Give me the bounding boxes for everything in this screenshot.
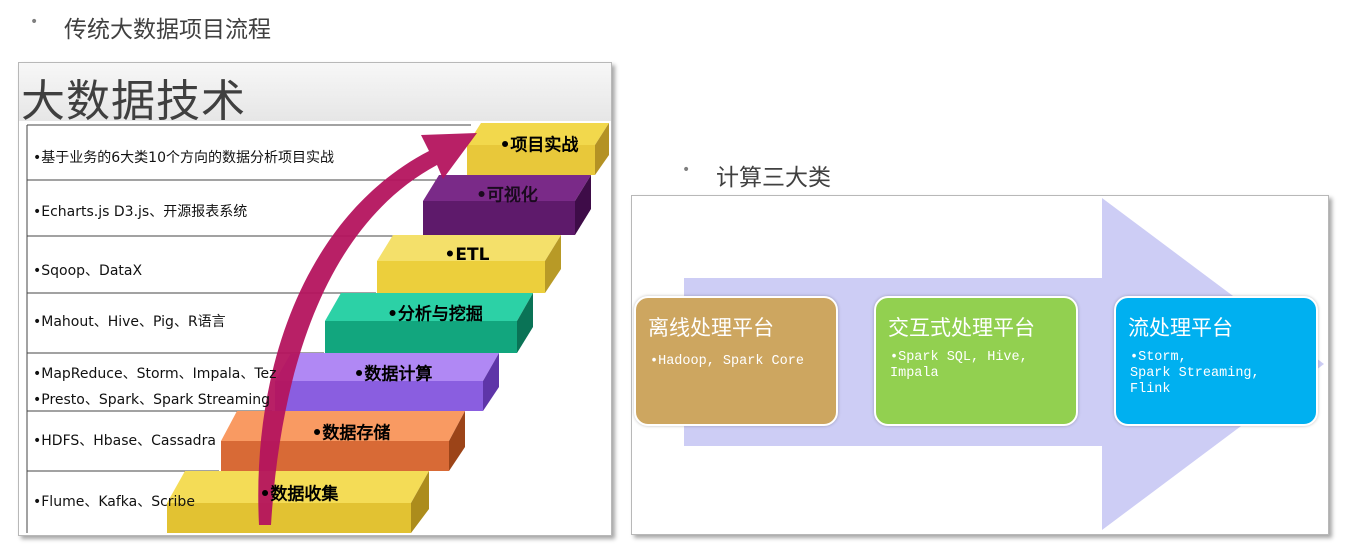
step-data-compute bbox=[275, 353, 499, 411]
offline-processing-box: 离线处理平台 •Hadoop, Spark Core bbox=[634, 296, 838, 426]
step-label-etl: •ETL bbox=[444, 245, 490, 265]
offline-processing-title: 离线处理平台 bbox=[648, 316, 774, 340]
row-text-compute-1: •MapReduce、Storm、Impala、Tez bbox=[33, 366, 277, 382]
row-text-compute-2: •Presto、Spark、Spark Streaming bbox=[33, 392, 271, 408]
step-label-compute: •数据计算 bbox=[353, 364, 433, 385]
bullet-marker: • bbox=[682, 162, 691, 178]
step-label-collection: •数据收集 bbox=[259, 484, 339, 505]
interactive-processing-title: 交互式处理平台 bbox=[888, 316, 1035, 340]
interactive-processing-box: 交互式处理平台 •Spark SQL, Hive, Impala bbox=[874, 296, 1078, 426]
step-label-storage: •数据存储 bbox=[311, 423, 391, 444]
stream-processing-title: 流处理平台 bbox=[1128, 316, 1233, 340]
stream-processing-box: 流处理平台 •Storm, Spark Streaming, Flink bbox=[1114, 296, 1318, 426]
right-section-heading: • 计算三大类 bbox=[682, 158, 831, 192]
staircase-diagram bbox=[26, 123, 609, 533]
row-text-project: •基于业务的6大类10个方向的数据分析项目实战 bbox=[33, 150, 334, 166]
row-text-collection: •Flume、Kafka、Scribe bbox=[33, 494, 195, 510]
row-text-visualization: •Echarts.js D3.js、开源报表系统 bbox=[33, 204, 248, 220]
offline-processing-desc: •Hadoop, Spark Core bbox=[650, 354, 804, 369]
right-section-heading-text: 计算三大类 bbox=[716, 165, 831, 191]
stream-processing-desc: •Storm, Spark Streaming, Flink bbox=[1130, 350, 1260, 397]
step-data-collection bbox=[167, 471, 429, 533]
row-text-analysis: •Mahout、Hive、Pig、R语言 bbox=[33, 314, 226, 330]
left-section-heading: • 传统大数据项目流程 bbox=[30, 10, 271, 44]
panel-header: 大数据技术 bbox=[19, 63, 611, 127]
growth-arrow bbox=[258, 133, 477, 525]
row-text-etl: •Sqoop、DataX bbox=[33, 263, 143, 279]
step-analysis-mining bbox=[325, 293, 533, 353]
row-text-storage: •HDFS、Hbase、Cassadra bbox=[33, 433, 216, 449]
step-visualization bbox=[423, 175, 591, 235]
panel-title: 大数据技术 bbox=[21, 76, 246, 127]
bullet-marker: • bbox=[30, 14, 39, 30]
step-project-practice bbox=[467, 123, 609, 175]
big-data-tech-panel: 大数据技术 bbox=[18, 62, 612, 536]
step-label-analysis: •分析与挖掘 bbox=[387, 304, 483, 325]
step-etl bbox=[377, 235, 561, 293]
left-section-heading-text: 传统大数据项目流程 bbox=[64, 17, 271, 43]
step-label-visualization: •可视化 bbox=[476, 185, 538, 206]
compute-categories-panel: 离线处理平台 •Hadoop, Spark Core 交互式处理平台 •Spar… bbox=[631, 195, 1329, 535]
step-label-project: •项目实战 bbox=[499, 135, 579, 156]
interactive-processing-desc: •Spark SQL, Hive, Impala bbox=[890, 350, 1028, 381]
